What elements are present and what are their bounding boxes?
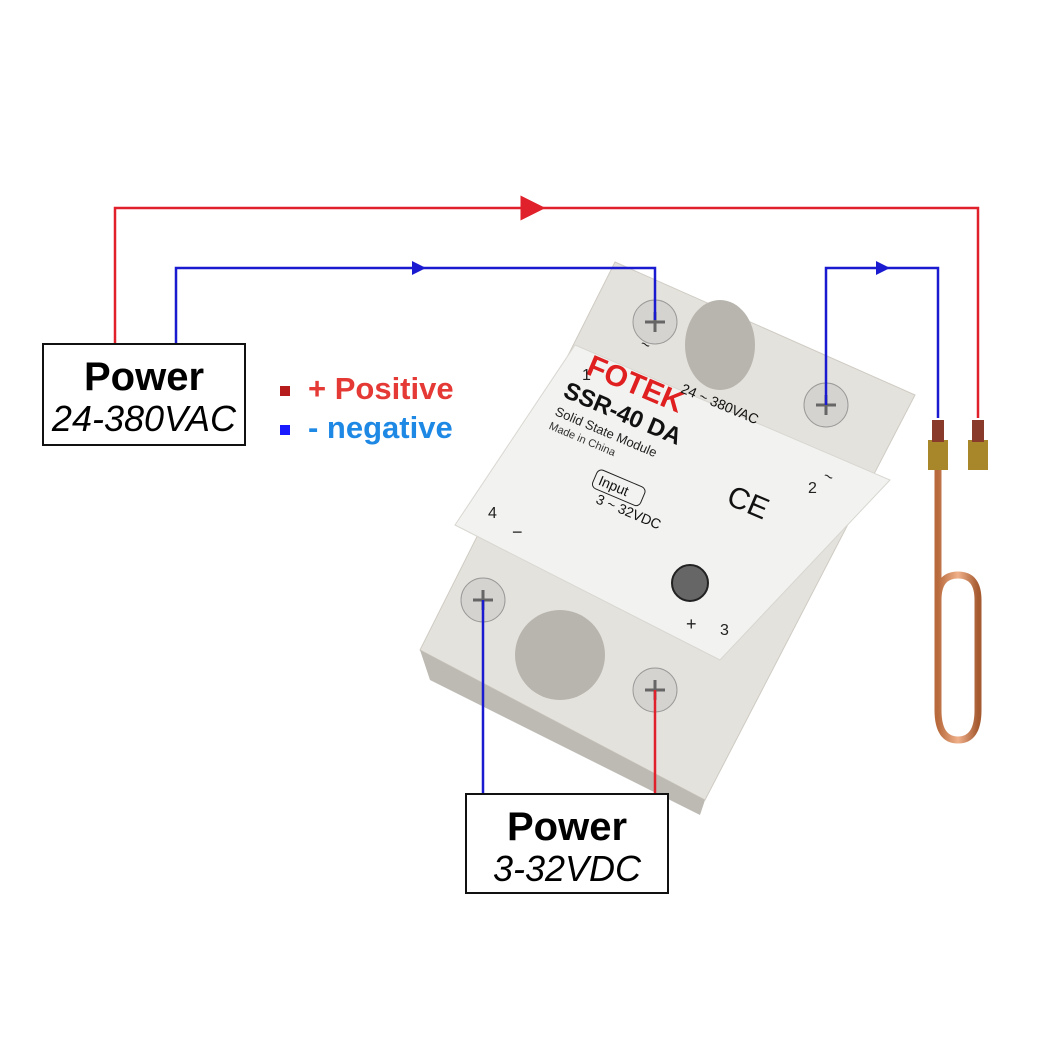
legend-positive: + Positive: [280, 371, 454, 407]
legend-positive-label: + Positive: [308, 371, 454, 406]
arrow-icon: [876, 261, 890, 275]
heater-element: [928, 420, 988, 744]
terminal-2-label: 2: [808, 480, 817, 497]
dc-power-range: 3-32VDC: [492, 848, 642, 889]
ac-power-box: Power 24-380VAC: [42, 343, 246, 446]
terminal-1-label: 1: [582, 367, 591, 384]
positive-ac-wire: [113, 195, 546, 343]
terminal-3-label: 3: [720, 622, 729, 639]
ac-power-range: 24-380VAC: [51, 398, 237, 439]
minus-label: −: [512, 522, 523, 542]
plus-label: +: [686, 614, 697, 634]
terminal-4-label: 4: [488, 505, 497, 522]
relay-body: [419, 261, 916, 815]
ac-power-title: Power: [83, 355, 205, 399]
positive-marker-icon: [280, 385, 290, 396]
status-led: [671, 564, 709, 602]
legend-negative-label: - negative: [308, 410, 453, 445]
arrow-icon: [412, 261, 426, 275]
arrow-icon: [526, 201, 540, 215]
dc-power-title: Power: [506, 805, 628, 849]
legend-negative: - negative: [280, 410, 453, 446]
dc-power-box: Power 3-32VDC: [465, 793, 669, 894]
negative-marker-icon: [280, 424, 290, 435]
